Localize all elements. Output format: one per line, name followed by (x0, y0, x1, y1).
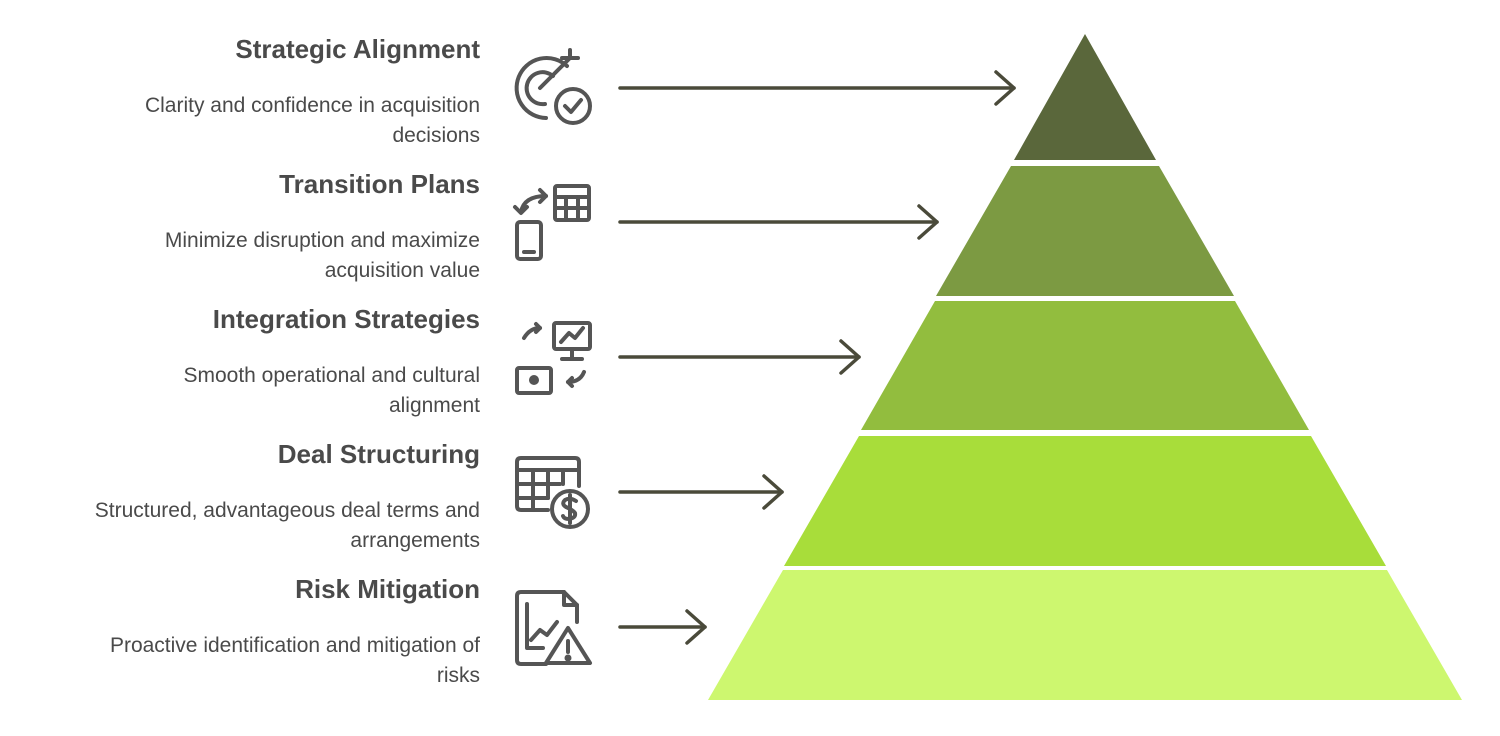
level-title: Integration Strategies (212, 304, 480, 334)
level-description-line: Smooth operational and cultural (183, 364, 480, 387)
chart-warning-icon (515, 590, 592, 666)
level-title: Risk Mitigation (295, 574, 480, 604)
level-text-risk-mitigation: Risk Mitigation Proactive identification… (10, 574, 480, 691)
level-title: Strategic Alignment (235, 34, 480, 64)
level-description: Structured, advantageous deal terms and … (10, 496, 480, 556)
device-transition-icon (513, 184, 591, 261)
pyramid-tier-transition-plans (936, 166, 1234, 296)
level-description-line: Minimize disruption and maximize (164, 229, 480, 252)
level-description: Proactive identification and mitigation … (10, 631, 480, 691)
integration-monitor-icon (515, 321, 592, 395)
level-description-line: arrangements (350, 529, 480, 552)
pyramid-tier-risk-mitigation (708, 570, 1462, 700)
pyramid-tier-strategic-alignment (1014, 34, 1156, 160)
pyramid-tier-integration-strategies (861, 301, 1309, 430)
level-description-line: Clarity and confidence in acquisition (144, 94, 480, 117)
target-check-icon (514, 48, 592, 125)
level-title: Deal Structuring (277, 439, 480, 469)
level-text-deal-structuring: Deal Structuring Structured, advantageou… (10, 439, 480, 556)
level-description-line: Structured, advantageous deal terms and (94, 499, 480, 522)
level-text-transition-plans: Transition Plans Minimize disruption and… (10, 169, 480, 286)
level-text-strategic-alignment: Strategic Alignment Clarity and confiden… (10, 34, 480, 151)
pyramid-tier-deal-structuring (784, 436, 1386, 566)
spreadsheet-dollar-icon (515, 456, 590, 529)
arrow-risk-mitigation (618, 609, 707, 645)
level-description-line: risks (436, 664, 480, 687)
level-description-line: alignment (388, 394, 480, 417)
arrow-integration-strategies (618, 339, 861, 375)
level-title: Transition Plans (279, 169, 480, 199)
arrow-deal-structuring (618, 474, 784, 510)
level-description: Smooth operational and cultural alignmen… (10, 361, 480, 421)
level-description-line: acquisition value (324, 259, 480, 282)
level-description: Clarity and confidence in acquisition de… (10, 91, 480, 151)
level-description-line: decisions (392, 124, 480, 147)
level-description: Minimize disruption and maximize acquisi… (10, 226, 480, 286)
arrow-strategic-alignment (618, 70, 1016, 106)
arrow-transition-plans (618, 204, 939, 240)
level-text-integration-strategies: Integration Strategies Smooth operationa… (10, 304, 480, 421)
level-description-line: Proactive identification and mitigation … (109, 634, 480, 657)
